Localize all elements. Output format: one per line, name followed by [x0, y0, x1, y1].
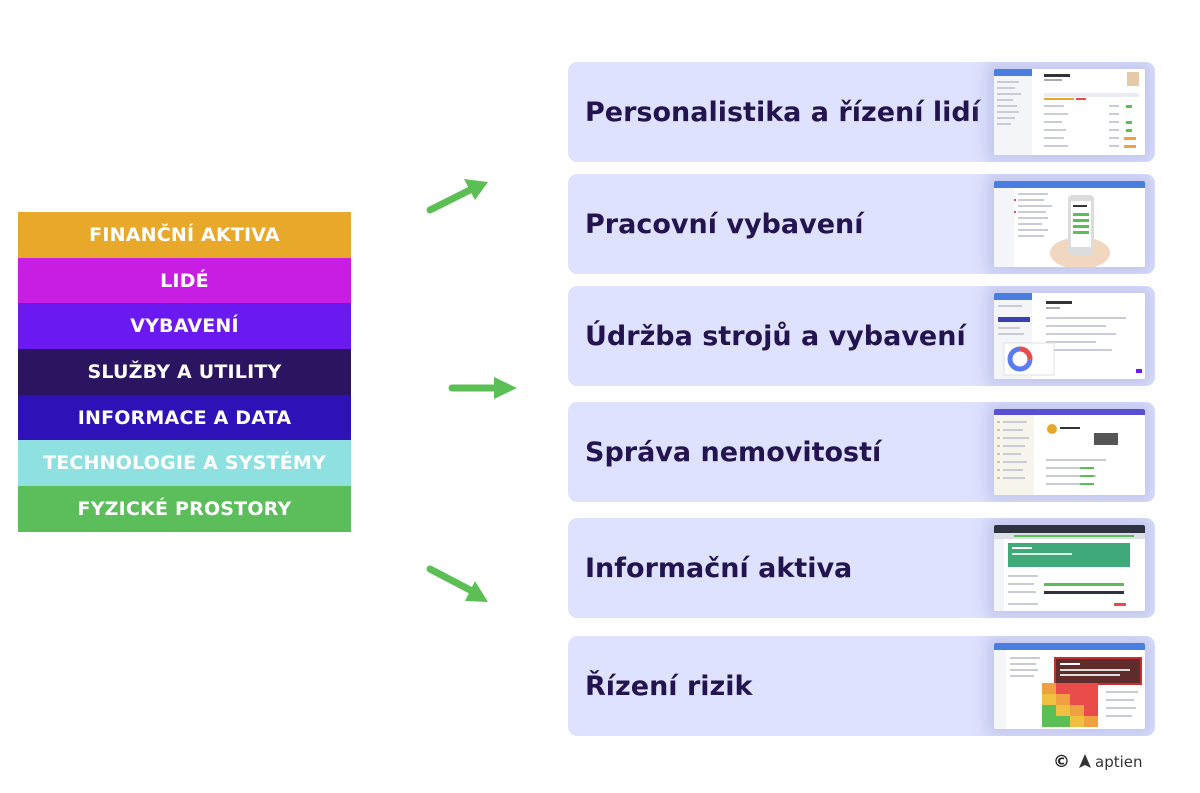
equipment-screenshot-thumbnail-icon [994, 181, 1145, 267]
module-card-property[interactable]: Správa nemovitostí [568, 402, 1155, 502]
copyright-symbol: © [1053, 752, 1070, 772]
module-title: Informační aktiva [585, 552, 853, 584]
footer: © aptien [1053, 752, 1143, 772]
property-screenshot-thumbnail-icon [994, 409, 1145, 495]
maintenance-screenshot-thumbnail-icon [994, 293, 1145, 379]
module-card-maintenance[interactable]: Údržba strojů a vybavení [568, 286, 1155, 386]
category-informace-a-data: INFORMACE A DATA [18, 394, 351, 441]
category-sluzby-a-utility: SLUŽBY A UTILITY [18, 349, 351, 395]
risk-matrix-screenshot-thumbnail-icon [994, 643, 1145, 729]
module-card-information-assets[interactable]: Informační aktiva [568, 518, 1155, 618]
module-card-equipment[interactable]: Pracovní vybavení [568, 174, 1155, 274]
arrow-up-right-icon [426, 179, 488, 214]
asset-category-stack: FINANČNÍ AKTIVA LIDÉ VYBAVENÍ SLUŽBY A U… [18, 212, 351, 532]
arrow-right-icon [448, 377, 517, 399]
module-title: Personalistika a řízení lidí [585, 96, 980, 128]
module-card-hr[interactable]: Personalistika a řízení lidí [568, 62, 1155, 162]
brand-logo: aptien [1078, 753, 1143, 771]
module-title: Údržba strojů a vybavení [585, 320, 966, 352]
arrow-down-right-icon [426, 565, 488, 602]
category-lide: LIDÉ [18, 257, 351, 304]
module-card-risk-management[interactable]: Řízení rizik [568, 636, 1155, 736]
category-fyzicke-prostory: FYZICKÉ PROSTORY [18, 486, 351, 532]
module-title: Řízení rizik [585, 670, 753, 702]
hr-screenshot-thumbnail-icon [994, 69, 1145, 155]
category-technologie-a-systemy: TECHNOLOGIE A SYSTÉMY [18, 440, 351, 487]
module-title: Pracovní vybavení [585, 208, 864, 240]
information-assets-screenshot-thumbnail-icon [994, 525, 1145, 611]
category-vybaveni: VYBAVENÍ [18, 303, 351, 350]
aptien-logo-icon [1079, 754, 1091, 768]
category-financni-aktiva: FINANČNÍ AKTIVA [18, 212, 351, 258]
brand-name: aptien [1095, 753, 1143, 771]
module-title: Správa nemovitostí [585, 436, 882, 468]
